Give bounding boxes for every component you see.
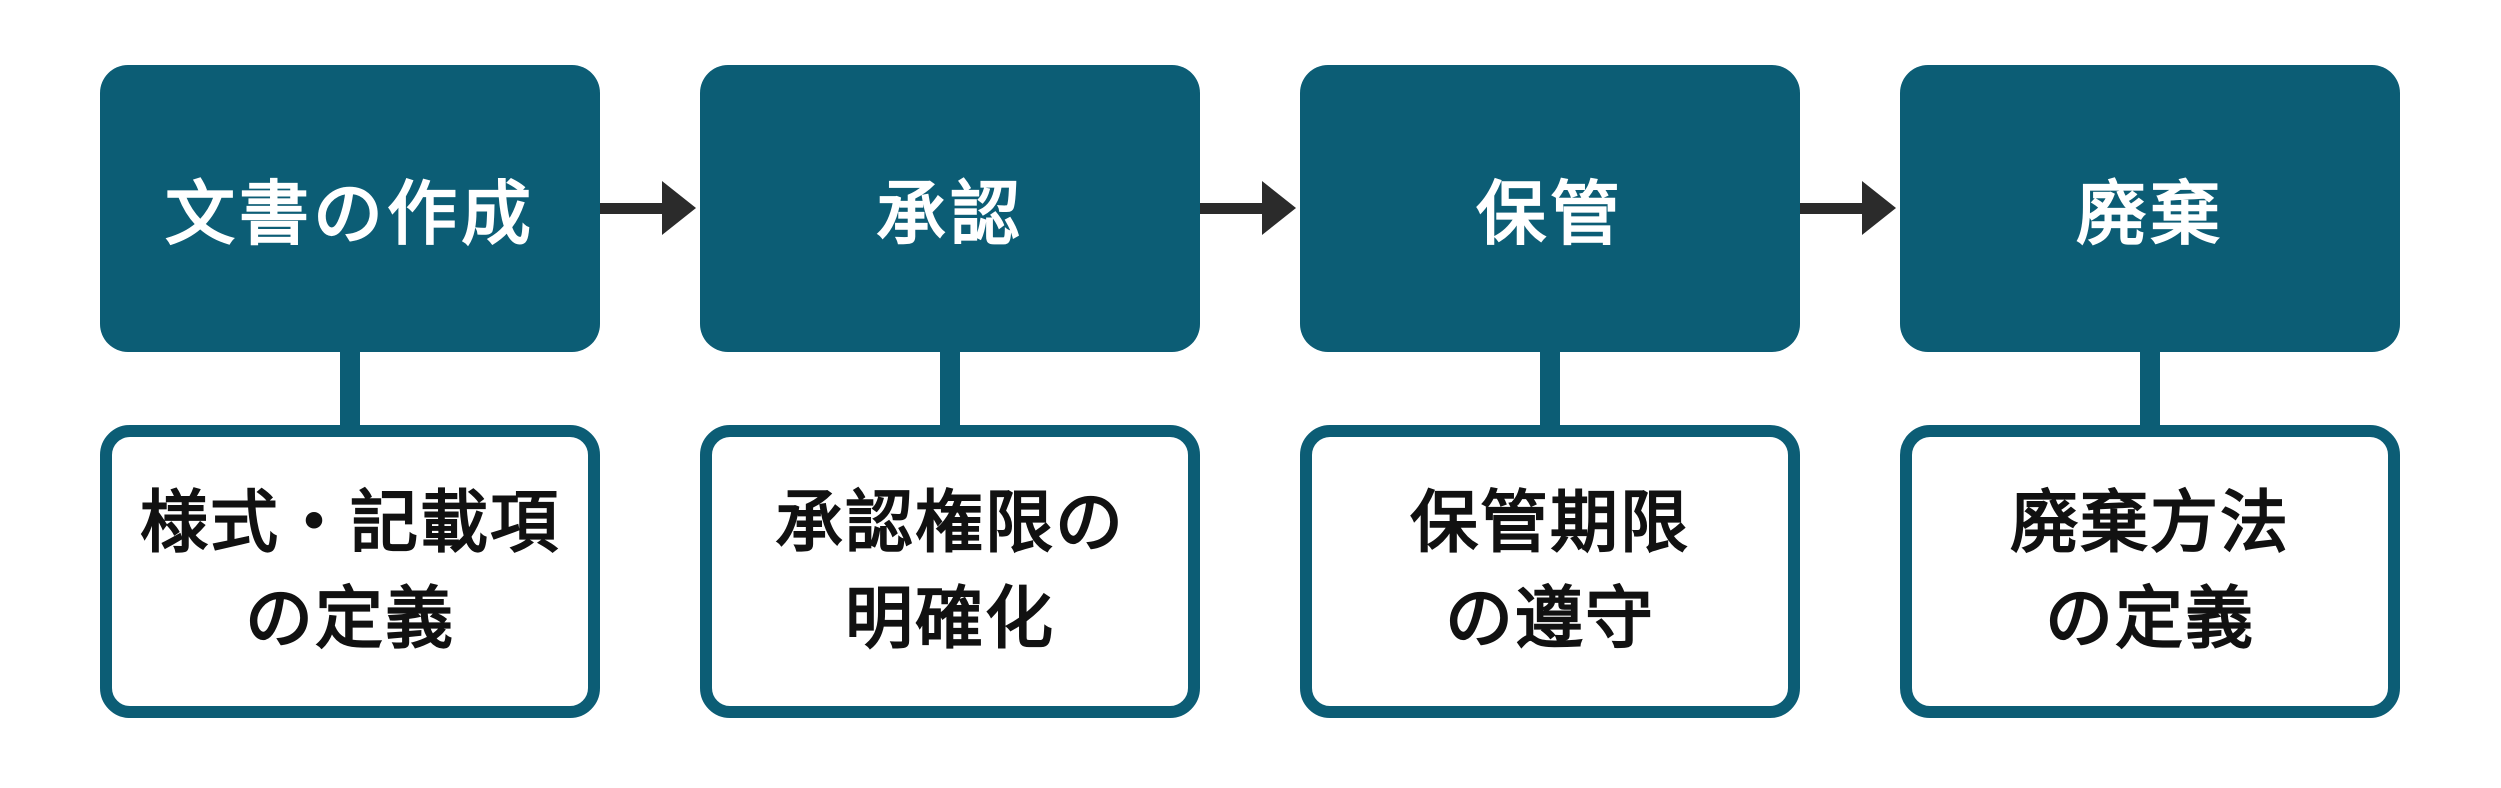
step-title-storage: 保管 (1476, 175, 1624, 253)
step-detail-text-approval: 承認権限の 明確化 (774, 485, 1125, 657)
step-box-approval: 承認 (700, 65, 1200, 352)
step-column-disposal: 廃棄 廃棄方法 の定義 (1900, 65, 2400, 718)
step-box-disposal: 廃棄 (1900, 65, 2400, 352)
step-column-creation: 文書の作成 様式・記載項 の定義 (100, 65, 600, 718)
step-detail-box-disposal: 廃棄方法 の定義 (1900, 425, 2400, 718)
step-title-approval: 承認 (876, 175, 1024, 253)
flow-arrow-icon (1200, 181, 1296, 235)
step-box-storage: 保管 (1300, 65, 1800, 352)
step-detail-box-approval: 承認権限の 明確化 (700, 425, 1200, 718)
step-detail-text-storage: 保管期限 の遵守 (1409, 485, 1690, 657)
connector-line (2140, 352, 2160, 425)
step-detail-box-creation: 様式・記載項 の定義 (100, 425, 600, 718)
flow-arrow-icon (1800, 181, 1896, 235)
step-title-creation: 文書の作成 (165, 175, 535, 253)
connector-line (1540, 352, 1560, 425)
step-detail-text-creation: 様式・記載項 の定義 (139, 485, 560, 657)
step-column-approval: 承認 承認権限の 明確化 (700, 65, 1200, 718)
step-detail-text-disposal: 廃棄方法 の定義 (2009, 485, 2290, 657)
connector-line (940, 352, 960, 425)
step-detail-box-storage: 保管期限 の遵守 (1300, 425, 1800, 718)
connector-line (340, 352, 360, 425)
flow-arrow-icon (600, 181, 696, 235)
step-title-disposal: 廃棄 (2076, 175, 2224, 253)
step-column-storage: 保管 保管期限 の遵守 (1300, 65, 1800, 718)
step-box-creation: 文書の作成 (100, 65, 600, 352)
